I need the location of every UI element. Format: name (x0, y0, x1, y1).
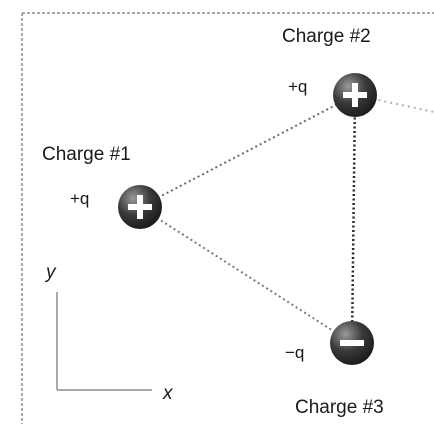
charge-2-title: Charge #2 (282, 26, 371, 47)
line-charge1-charge3 (139, 206, 353, 344)
x-axis-label: x (162, 383, 174, 404)
charge-1-title: Charge #1 (42, 144, 131, 165)
minus-sign-icon (340, 340, 364, 346)
charge-1-quantity: +q (70, 189, 89, 208)
coordinate-axes: y x (44, 262, 174, 404)
charge-1: Charge #1 +q (42, 144, 162, 229)
charge-2-quantity: +q (288, 77, 307, 96)
line-charge2-charge3 (350, 94, 357, 344)
charge-2: Charge #2 +q (282, 26, 377, 117)
line-charge1-charge2 (139, 94, 356, 208)
charge-3-quantity: −q (285, 343, 304, 362)
plus-sign-icon (128, 195, 152, 219)
plus-sign-icon (343, 83, 367, 107)
charge-3: −q Charge #3 (285, 321, 384, 418)
charge-3-title: Charge #3 (295, 397, 384, 418)
y-axis-label: y (44, 262, 57, 283)
